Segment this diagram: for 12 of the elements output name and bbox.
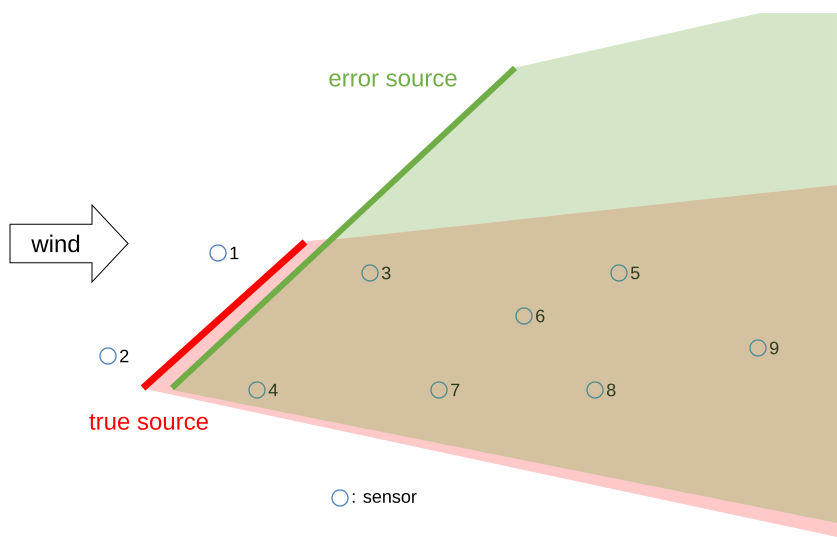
sensor-number: 3 xyxy=(382,266,390,280)
sensor-number: 5 xyxy=(630,266,640,280)
sensor-number: 4 xyxy=(268,384,278,396)
sensor-number: 2 xyxy=(120,350,128,362)
source-label: error source xyxy=(329,73,457,87)
legend-text: : sensor xyxy=(352,493,417,503)
sensor-number: 1 xyxy=(230,246,238,260)
sensor-number: 6 xyxy=(536,310,544,322)
source-label: true source xyxy=(89,414,208,430)
sensor-number: 8 xyxy=(607,384,616,396)
sensor-number: 7 xyxy=(451,384,460,396)
sensor-number: 9 xyxy=(770,342,778,354)
